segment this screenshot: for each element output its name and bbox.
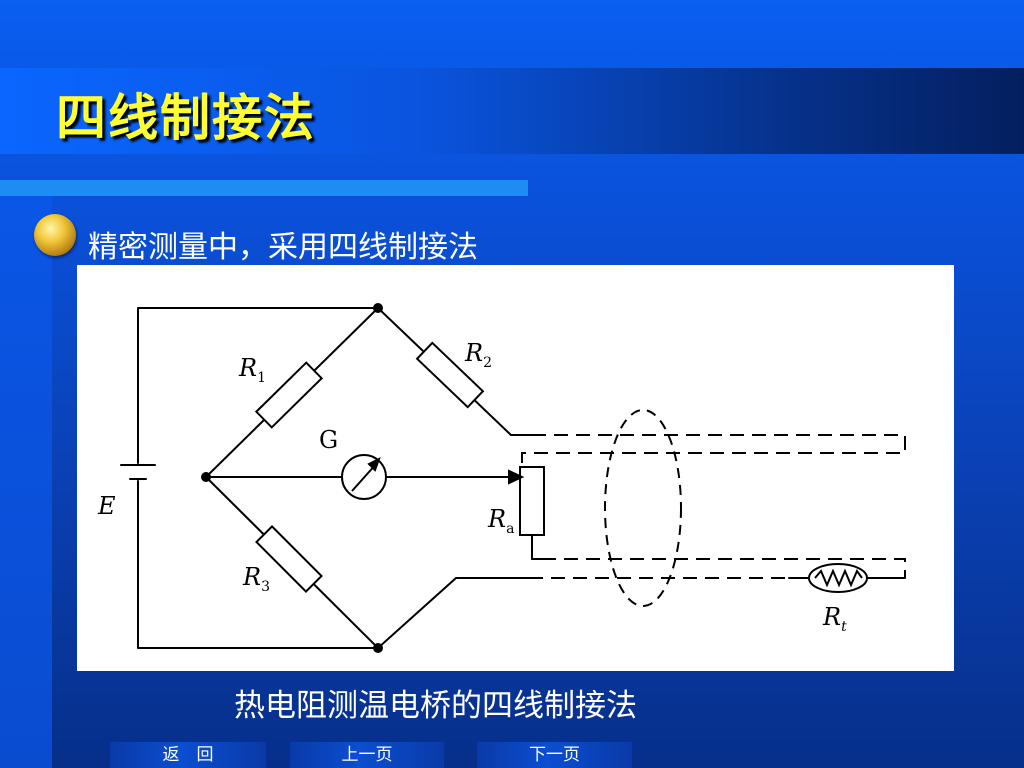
wire-top-left [137,307,379,464]
galvanometer-needle-arrow [367,456,381,472]
dashed-lead-bottom [542,558,906,578]
label-r1: R1 [238,354,266,386]
circuit-figure: R1 R2 R3 Ra Rt G E [77,265,954,671]
slide-title: 四线制接法 [56,89,316,147]
thermistor-zigzag [814,568,863,588]
dashed-lead-top [521,434,906,467]
node-top [373,303,383,313]
wire-r3-to-cable [377,577,457,649]
label-r3: R3 [242,563,270,595]
bullet-text: 精密测量中，采用四线制接法 [88,230,478,265]
resistor-ra [519,466,545,536]
thermistor-rt [808,563,868,593]
label-r2: R2 [464,339,492,371]
g-branch-arrow [508,469,525,485]
back-button[interactable]: 返 回 [110,742,266,768]
bullet-icon [34,214,76,256]
title-band [0,68,1024,154]
accent-bar [0,180,528,196]
left-strip [0,196,52,768]
prev-page-button[interactable]: 上一页 [290,742,444,768]
label-g: G [319,426,338,454]
four-wire-bridge-diagram: R1 R2 R3 Ra Rt G E [97,303,906,653]
label-ra: Ra [487,505,514,537]
figure-caption: 热电阻测温电桥的四线制接法 [234,688,637,724]
next-page-button[interactable]: 下一页 [477,742,632,768]
resistor-r1 [254,361,324,429]
cable-ellipse [604,409,682,607]
label-e: E [97,492,116,520]
resistor-r2 [415,341,485,409]
label-rt: Rt [822,603,847,635]
wire-bottom-left [137,480,379,649]
resistor-r3 [255,525,323,593]
node-bottom [373,643,383,653]
node-left [201,472,211,482]
